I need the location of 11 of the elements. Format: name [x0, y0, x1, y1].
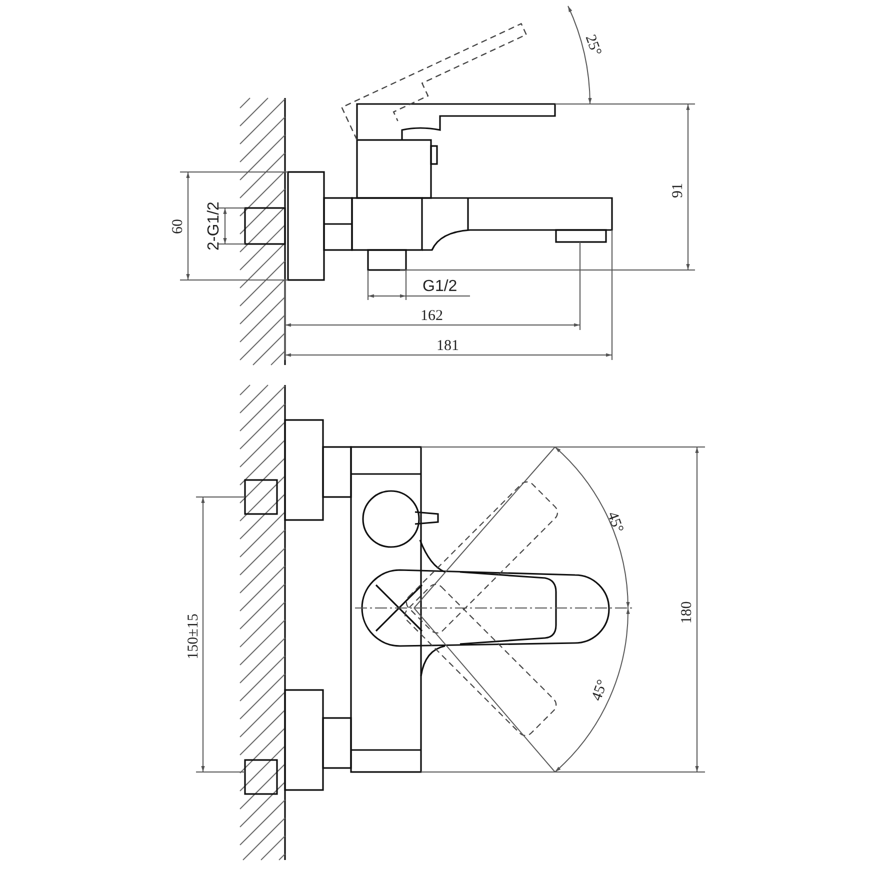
dimension-label: 91	[670, 182, 686, 198]
thread-size-label: G1/2	[422, 279, 458, 295]
dimension-label: 45°	[603, 510, 625, 534]
dimension-label: 181	[436, 338, 459, 354]
thread-size-label: 2-G1/2	[206, 202, 222, 250]
dimension-label: 150±15	[186, 613, 202, 659]
dimension-label: 25°	[581, 32, 603, 58]
dimension-label: 45°	[589, 678, 611, 702]
dimension-label: 162	[420, 308, 443, 324]
dimension-label: 60	[170, 218, 186, 234]
dimension-label: 180	[679, 600, 694, 624]
